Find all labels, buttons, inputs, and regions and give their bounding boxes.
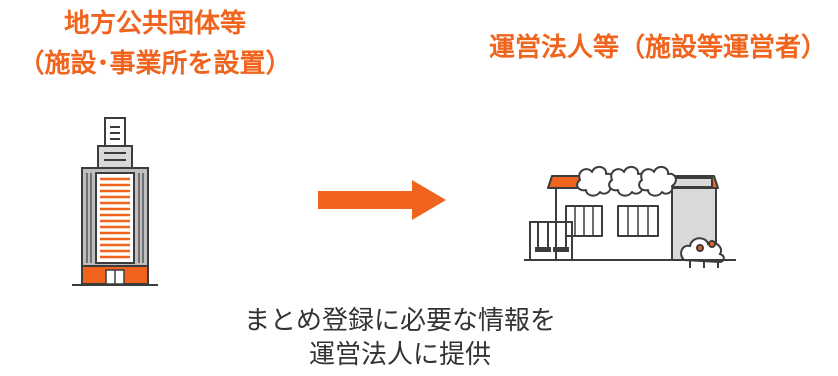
caption-line-2: 運営法人に提供: [308, 340, 491, 370]
right-arrow-icon: [318, 180, 446, 220]
caption: まとめ登録に必要な情報を 運営法人に提供: [180, 304, 620, 372]
local-government-role: （施設･事業所を設置）: [18, 49, 292, 79]
office-building-icon: [72, 117, 158, 286]
local-government-name: 地方公共団体等: [63, 9, 246, 39]
operator-title: 運営法人等（施設等運営者）: [488, 33, 827, 63]
local-government-title: 地方公共団体等 （施設･事業所を設置）: [0, 4, 310, 84]
caption-line-1: まとめ登録に必要な情報を: [243, 306, 556, 336]
storefront-icon: [524, 166, 736, 268]
